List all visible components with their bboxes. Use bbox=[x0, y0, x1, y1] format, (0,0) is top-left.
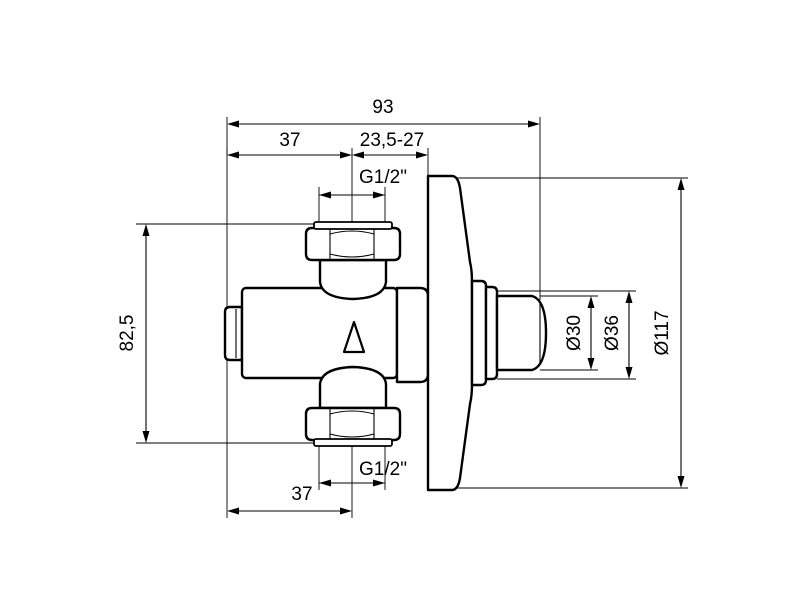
dimension-height: 82,5 bbox=[117, 223, 314, 444]
dimension-label-wall-range: 23,5-27 bbox=[360, 130, 424, 151]
dimension-diameter-plate: Ø117 bbox=[456, 177, 688, 489]
left-stub bbox=[223, 305, 244, 362]
wall-plate bbox=[426, 174, 474, 492]
dimension-label-diameter-small: Ø30 bbox=[564, 315, 585, 351]
dimension-label-height: 82,5 bbox=[117, 315, 138, 352]
dimension-label-left-length-top: 37 bbox=[279, 130, 300, 151]
dimension-label-diameter-plate: Ø117 bbox=[652, 310, 673, 355]
dimension-label-thread-bottom: G1/2" bbox=[359, 459, 407, 480]
upper-neck bbox=[318, 258, 388, 301]
lower-neck bbox=[318, 365, 388, 410]
dimension-diameter-small: Ø30 bbox=[540, 295, 598, 371]
dimension-label-overall-length: 93 bbox=[372, 97, 393, 118]
push-button bbox=[470, 279, 548, 387]
upper-nut bbox=[304, 221, 402, 262]
dimension-left-length-top: 37 bbox=[226, 130, 353, 222]
main-body bbox=[240, 286, 399, 380]
lower-nut bbox=[304, 406, 402, 447]
dimension-wall-range: 23,5-27 bbox=[352, 130, 429, 176]
dimension-diameter-mid: Ø36 bbox=[497, 290, 636, 380]
dimension-label-thread-top: G1/2" bbox=[359, 167, 407, 188]
dimension-left-length-bottom: 37 bbox=[226, 360, 353, 518]
body-collar bbox=[395, 286, 430, 384]
dimension-thread-top: G1/2" bbox=[318, 167, 407, 222]
dimension-thread-bottom: G1/2" bbox=[318, 446, 407, 490]
dimension-label-diameter-mid: Ø36 bbox=[602, 315, 623, 351]
dimension-label-left-length-bottom: 37 bbox=[291, 484, 312, 505]
valve-body bbox=[223, 258, 430, 410]
dimension-overall-length: 93 bbox=[226, 97, 541, 307]
flow-direction-triangle bbox=[342, 320, 366, 354]
